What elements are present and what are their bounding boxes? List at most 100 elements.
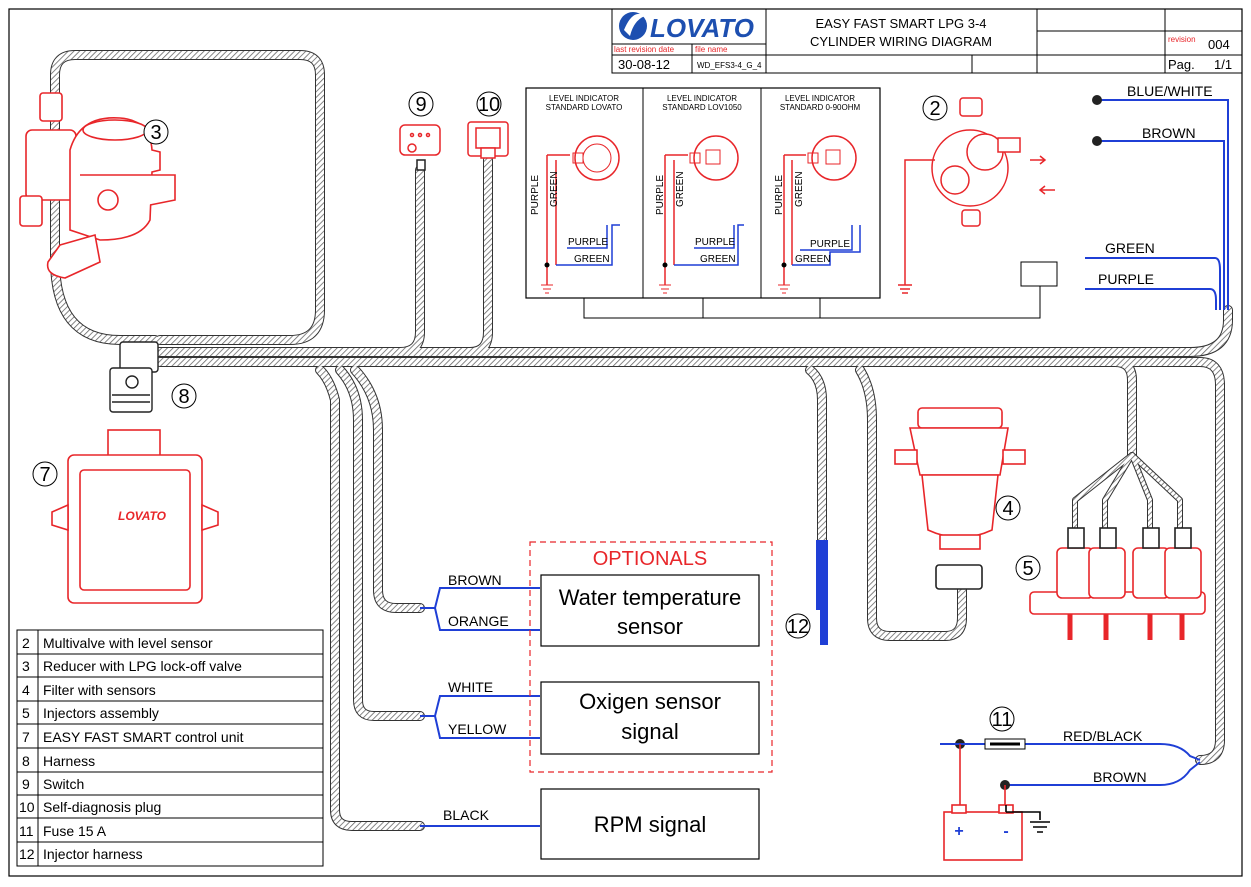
ecu-component: LOVATO (51, 429, 219, 604)
svg-text:Multivalve with level sensor: Multivalve with level sensor (43, 635, 213, 651)
svg-text:8: 8 (22, 753, 30, 769)
rpm-signal-box: RPM signal (540, 788, 760, 860)
indicator-2-line2: STANDARD LOV1050 (662, 103, 742, 112)
switch-component (399, 124, 441, 171)
oxygen-line1: Oxigen sensor (579, 689, 721, 714)
label-purple-1: PURPLE (530, 175, 541, 215)
wire-label-blue-white: BLUE/WHITE (1127, 83, 1213, 99)
battery-minus: - (1003, 823, 1008, 840)
wire-label-red-black: RED/BLACK (1063, 728, 1143, 744)
page-number: 1/1 (1214, 57, 1232, 72)
svg-text:EASY FAST SMART control unit: EASY FAST SMART control unit (43, 729, 244, 745)
svg-text:7: 7 (39, 464, 50, 486)
indicator-2-line1: LEVEL INDICATOR (667, 94, 737, 103)
svg-text:Injectors assembly: Injectors assembly (43, 705, 159, 721)
svg-text:4: 4 (1002, 498, 1013, 520)
diagnosis-plug-component (467, 121, 509, 159)
svg-text:10: 10 (19, 799, 35, 815)
label-purple-2b: PURPLE (695, 237, 735, 248)
svg-text:12: 12 (19, 846, 35, 862)
svg-text:3: 3 (22, 658, 30, 674)
wire-label-brown-water: BROWN (448, 572, 502, 588)
legend-row: 7 EASY FAST SMART control unit (22, 729, 244, 745)
svg-text:Self-diagnosis plug: Self-diagnosis plug (43, 799, 161, 815)
svg-text:2: 2 (929, 98, 940, 120)
callout-12: 12 (785, 613, 811, 639)
label-purple-2: PURPLE (655, 175, 666, 215)
svg-text:7: 7 (22, 729, 30, 745)
callouts: 2 3 4 5 7 8 9 10 11 12 (32, 91, 1041, 732)
battery-plus: + (954, 823, 963, 840)
svg-text:9: 9 (415, 94, 426, 116)
label-green-2b: GREEN (700, 254, 736, 265)
label-purple-3b: PURPLE (810, 239, 850, 250)
reducer-component (19, 92, 176, 279)
svg-text:4: 4 (22, 682, 30, 698)
revision-number: 004 (1208, 37, 1230, 52)
label-green-3: GREEN (794, 171, 805, 207)
svg-text:10: 10 (478, 94, 500, 116)
oxygen-line2: signal (621, 719, 678, 744)
battery-component: + - (943, 744, 1050, 861)
optionals-box: OPTIONALS Water temperature sensor Oxige… (529, 541, 773, 773)
lovato-logo: LOVATO (619, 12, 754, 43)
label-purple-1b: PURPLE (568, 237, 608, 248)
svg-text:3: 3 (150, 122, 161, 144)
svg-text:5: 5 (22, 705, 30, 721)
multivalve-component (898, 97, 1055, 294)
water-temp-line2: sensor (617, 614, 683, 639)
svg-text:2: 2 (22, 635, 30, 651)
oxygen-sensor-box (540, 681, 760, 755)
title-block: LOVATO last revision date file name 30-0… (611, 8, 1243, 74)
level-indicator-lovato: PURPLE GREEN PURPLE GREEN (530, 135, 620, 294)
wire-label-orange: ORANGE (448, 613, 509, 629)
callout-7: 7 (32, 461, 58, 487)
indicator-1-line1: LEVEL INDICATOR (549, 94, 619, 103)
ecu-brand-label: LOVATO (118, 509, 167, 523)
diagram-title-line2: CYLINDER WIRING DIAGRAM (810, 34, 992, 49)
level-indicator-lov1050: PURPLE GREEN PURPLE GREEN (655, 135, 744, 294)
indicator-1-line2: STANDARD LOVATO (546, 103, 623, 112)
svg-text:Fuse 15 A: Fuse 15 A (43, 823, 107, 839)
level-sensor-connector (1020, 261, 1058, 287)
revision-label: revision (1168, 35, 1196, 44)
filter-component (894, 407, 1026, 590)
callout-3: 3 (143, 119, 169, 145)
svg-text:12: 12 (787, 616, 809, 638)
callout-9: 9 (408, 91, 434, 117)
water-temp-line1: Water temperature (559, 585, 742, 610)
legend-row: 2 Multivalve with level sensor (22, 635, 213, 651)
svg-text:5: 5 (1022, 558, 1033, 580)
harness-cables (50, 50, 1233, 831)
level-indicator-0-90ohm: PURPLE GREEN PURPLE GREEN (774, 135, 861, 294)
wire-labels: BLUE/WHITE BROWN GREEN PURPLE BROWN ORAN… (443, 83, 1213, 823)
svg-text:Injector harness: Injector harness (43, 846, 143, 862)
svg-text:11: 11 (992, 709, 1013, 731)
wire-label-yellow: YELLOW (448, 721, 507, 737)
legend-row: 12 Injector harness (19, 846, 143, 862)
label-green-1b: GREEN (574, 254, 610, 265)
callout-2: 2 (922, 95, 948, 121)
legend-row: 5 Injectors assembly (22, 705, 159, 721)
wire-label-brown-top: BROWN (1142, 125, 1196, 141)
wire-label-white: WHITE (448, 679, 493, 695)
brand-logo-text: LOVATO (650, 13, 754, 43)
svg-text:9: 9 (22, 776, 30, 792)
injector-harness-component (816, 540, 828, 645)
rpm-label: RPM signal (594, 812, 706, 837)
callout-8: 8 (171, 383, 197, 409)
wire-label-green-top: GREEN (1105, 240, 1155, 256)
callout-10: 10 (476, 91, 502, 117)
optionals-title: OPTIONALS (593, 548, 707, 570)
harness-connector-8 (109, 341, 159, 413)
wire-label-black: BLACK (443, 807, 490, 823)
injectors-component (1029, 527, 1206, 640)
svg-text:8: 8 (178, 386, 189, 408)
